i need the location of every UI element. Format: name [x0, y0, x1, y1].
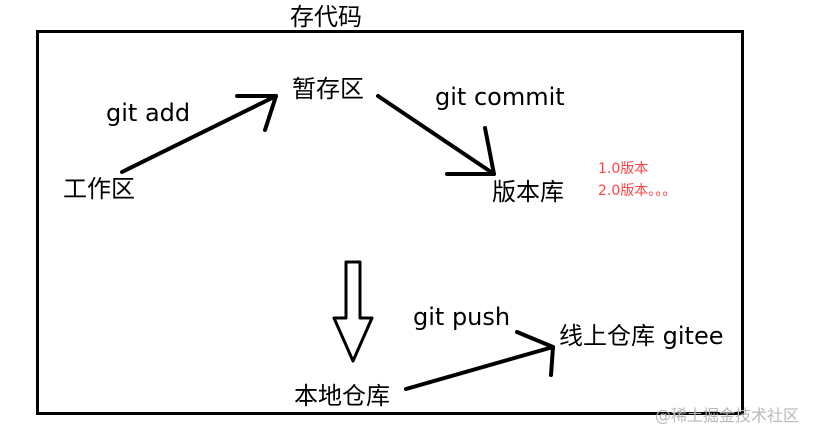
- arrow-down: [332, 260, 374, 363]
- version-item: 1.0版本: [598, 161, 649, 177]
- arrow-push: [404, 330, 555, 391]
- node-local-repo: 本地仓库: [294, 382, 390, 410]
- node-staging: 暂存区: [292, 75, 364, 103]
- node-repository: 版本库: [492, 178, 564, 206]
- label-git-add: git add: [106, 99, 191, 127]
- diagram-frame: [36, 30, 744, 415]
- version-item: 2.0版本。。。: [598, 183, 677, 199]
- watermark: @稀土掘金技术社区: [655, 406, 800, 425]
- arrow-commit: [376, 94, 496, 176]
- label-git-push: git push: [413, 303, 511, 331]
- label-git-commit: git commit: [435, 83, 565, 111]
- diagram-title: 存代码: [290, 3, 362, 31]
- arrow-add: [120, 94, 278, 174]
- node-remote-repo: 线上仓库 gitee: [559, 322, 724, 350]
- node-workspace: 工作区: [63, 175, 135, 203]
